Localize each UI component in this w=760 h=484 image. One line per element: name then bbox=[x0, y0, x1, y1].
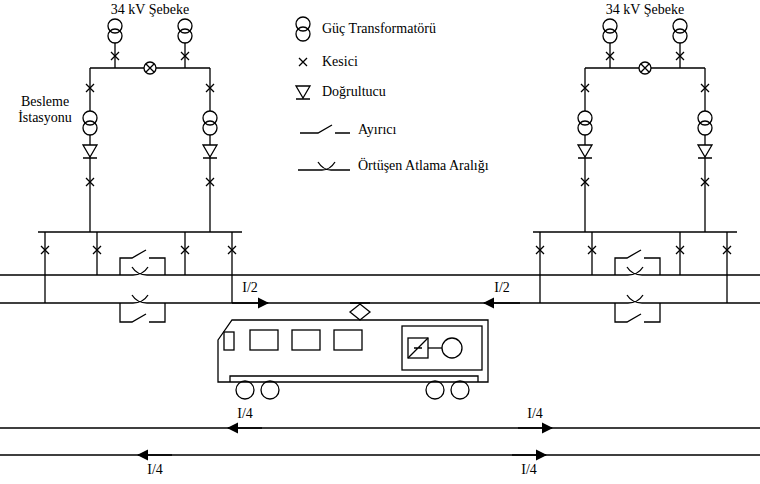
current-label: I/4 bbox=[147, 462, 163, 478]
legend-text: Örtüşen Atlama Aralığı bbox=[358, 158, 489, 174]
grid-label: 34 kV Şebeke bbox=[606, 2, 684, 18]
legend-text: Ayırıcı bbox=[358, 122, 396, 138]
current-label: I/2 bbox=[242, 280, 258, 296]
grid-label: 34 kV Şebeke bbox=[111, 2, 189, 18]
current-label: I/4 bbox=[521, 462, 537, 478]
current-label: I/2 bbox=[494, 280, 510, 296]
station-label: Besleme İstasyonu bbox=[10, 94, 80, 126]
legend-text: Güç Transformatörü bbox=[322, 21, 436, 37]
current-label: I/4 bbox=[237, 406, 253, 422]
legend-text: Doğrultucu bbox=[322, 84, 386, 100]
current-label: I/4 bbox=[527, 406, 543, 422]
legend-text: Kesici bbox=[322, 54, 358, 70]
